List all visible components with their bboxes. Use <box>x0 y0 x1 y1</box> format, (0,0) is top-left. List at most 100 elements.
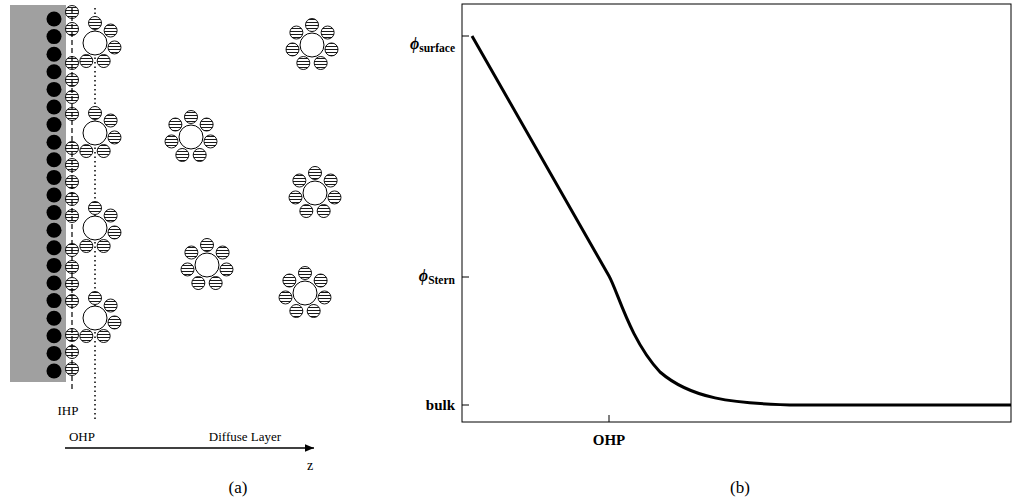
water-molecule <box>286 43 299 56</box>
water-molecule <box>181 263 194 276</box>
water-molecule <box>328 191 341 204</box>
water-molecule <box>97 55 110 68</box>
surface-charge <box>47 29 62 44</box>
surface-charge <box>47 205 62 220</box>
water-molecule <box>290 26 303 39</box>
axis-label: ϕsurface <box>410 36 455 55</box>
water-molecule <box>293 174 306 187</box>
tick <box>462 36 469 37</box>
water-molecule <box>89 17 102 30</box>
water-molecule <box>325 43 338 56</box>
water-molecule <box>279 291 292 304</box>
water-molecule <box>192 277 205 290</box>
water-molecule <box>307 305 320 318</box>
water-molecule <box>299 267 312 280</box>
water-molecule <box>204 135 217 148</box>
water-molecule <box>80 330 93 343</box>
water-molecule <box>89 292 102 305</box>
water-molecule <box>216 246 229 259</box>
water-molecule <box>104 209 117 222</box>
water-molecule <box>80 55 93 68</box>
axis-label: ϕStern <box>419 268 455 287</box>
surface-charge <box>47 223 62 238</box>
water-molecule <box>201 239 214 252</box>
surface-charge <box>47 12 62 27</box>
water-molecule <box>80 145 93 158</box>
water-molecule <box>289 191 302 204</box>
water-molecule <box>300 205 313 218</box>
water-molecule <box>108 131 121 144</box>
water-molecule <box>314 274 327 287</box>
surface-charge <box>47 311 62 326</box>
water-molecule <box>317 205 330 218</box>
text-label: OHP <box>69 430 95 443</box>
water-molecule <box>97 330 110 343</box>
water-molecule <box>80 240 93 253</box>
water-molecule <box>104 299 117 312</box>
text-label: z <box>307 459 313 473</box>
ion <box>303 181 327 205</box>
ihp-line <box>71 8 72 392</box>
surface-charge <box>47 328 62 343</box>
electrode <box>10 5 66 382</box>
water-molecule <box>185 111 198 124</box>
water-molecule <box>108 316 121 329</box>
water-molecule <box>209 277 222 290</box>
ion <box>300 33 324 57</box>
water-molecule <box>309 167 322 180</box>
surface-charge <box>47 170 62 185</box>
surface-charge <box>47 240 62 255</box>
text-label: (b) <box>730 479 750 496</box>
ion <box>83 121 107 145</box>
water-molecule <box>297 57 310 70</box>
z-axis <box>65 447 314 448</box>
potential-curve <box>472 36 1011 405</box>
water-molecule <box>324 174 337 187</box>
water-molecule <box>104 114 117 127</box>
water-molecule <box>89 107 102 120</box>
water-molecule <box>165 135 178 148</box>
water-molecule <box>169 118 182 131</box>
water-molecule <box>104 24 117 37</box>
hydrated-ions <box>80 17 341 343</box>
water-molecule <box>306 19 319 32</box>
ion <box>293 281 317 305</box>
surface-charge <box>47 47 62 62</box>
water-molecule <box>314 57 327 70</box>
text-label: IHP <box>58 404 79 417</box>
water-molecule <box>176 149 189 162</box>
water-molecule <box>321 26 334 39</box>
text-label: Diffuse Layer <box>209 430 281 443</box>
water-molecule <box>220 263 233 276</box>
water-molecule <box>97 145 110 158</box>
surface-charge <box>47 135 62 150</box>
text-label: bulk <box>426 398 455 413</box>
ion <box>83 216 107 240</box>
water-molecule <box>185 246 198 259</box>
ion <box>179 125 203 149</box>
ion <box>195 253 219 277</box>
surface-charge <box>47 64 62 79</box>
water-molecule <box>89 202 102 215</box>
surface-charges <box>47 12 62 379</box>
ion <box>83 306 107 330</box>
tick <box>462 405 469 406</box>
water-molecule <box>193 149 206 162</box>
water-molecule <box>283 274 296 287</box>
water-molecule <box>108 226 121 239</box>
water-molecule <box>290 305 303 318</box>
surface-charge <box>47 258 62 273</box>
surface-charge <box>47 117 62 132</box>
plot-frame <box>462 4 1011 422</box>
surface-charge <box>47 82 62 97</box>
water-molecule <box>200 118 213 131</box>
surface-charge <box>47 293 62 308</box>
tick <box>609 415 610 422</box>
ion <box>83 31 107 55</box>
text-label: OHP <box>593 433 626 448</box>
surface-charge <box>47 364 62 379</box>
surface-charge <box>47 276 62 291</box>
surface-charge <box>47 100 62 115</box>
surface-charge <box>47 346 62 361</box>
